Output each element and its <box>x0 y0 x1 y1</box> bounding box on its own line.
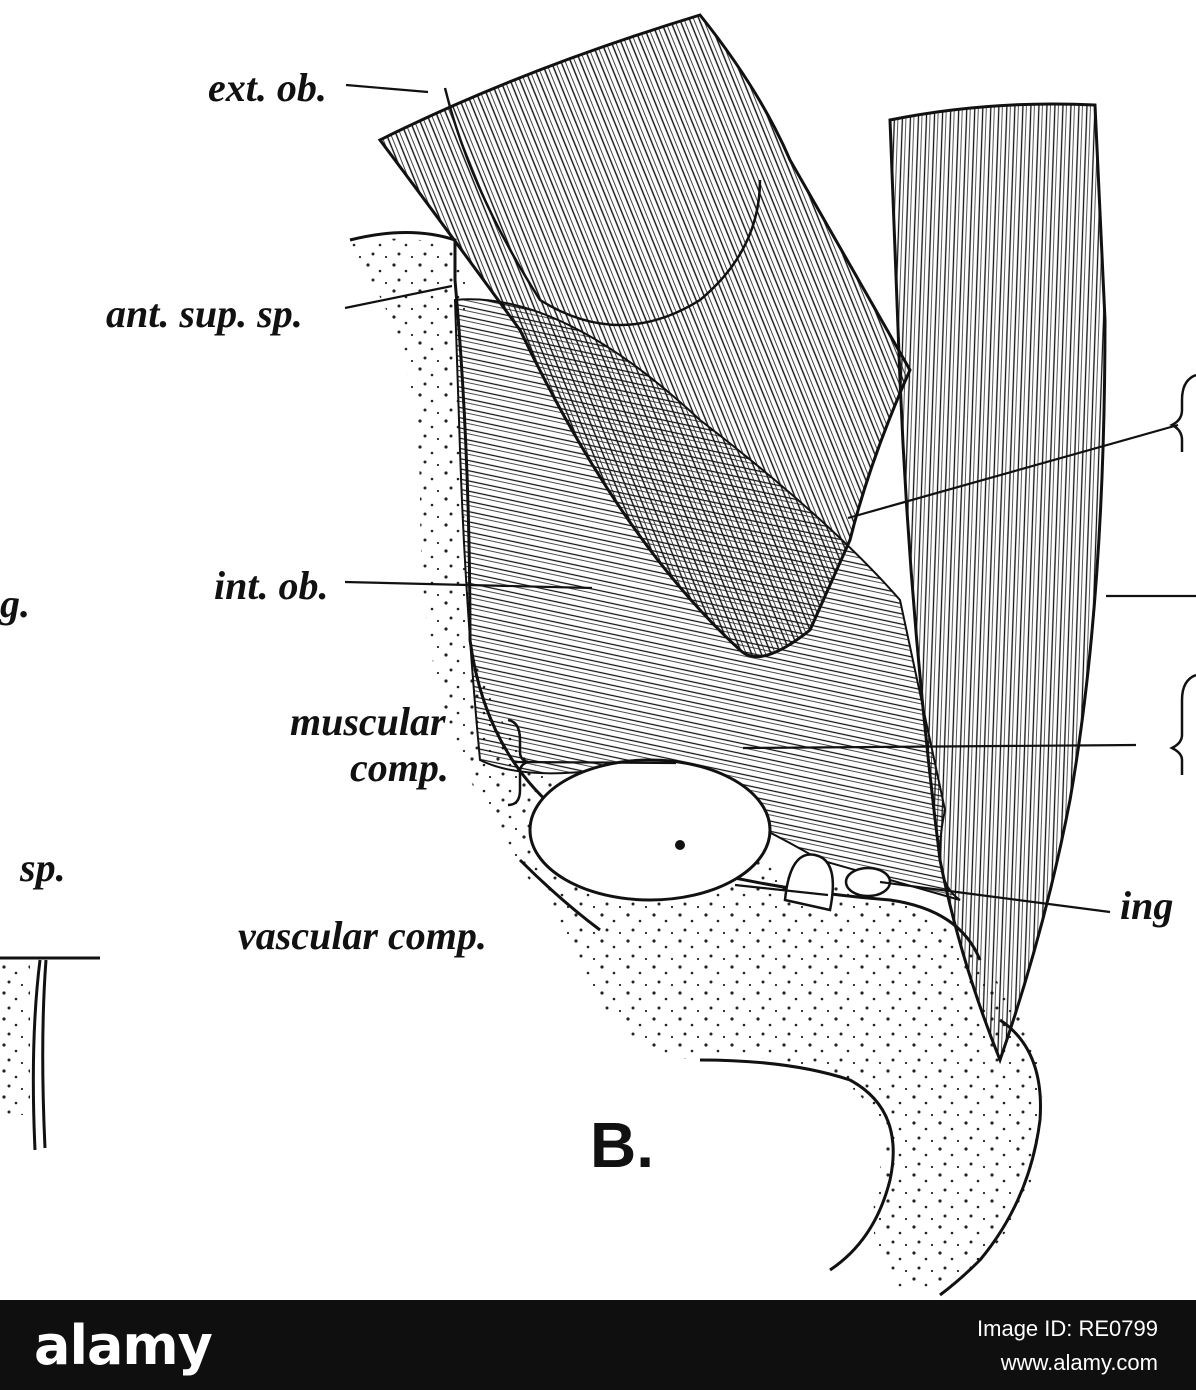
site-url: www.alamy.com <box>1000 1350 1158 1375</box>
watermark-bar: alamy Image ID: RE0799 www.alamy.com <box>0 1300 1196 1390</box>
label-ant-sup-sp: ant. sup. sp. <box>106 291 303 336</box>
panel-letter: B. <box>590 1109 654 1181</box>
alamy-logo: alamy <box>34 1314 213 1377</box>
label-ext-ob: ext. ob. <box>208 65 327 110</box>
left-panel-fragment <box>0 956 100 1151</box>
diagram-svg <box>0 13 1196 1297</box>
pubic-outline <box>518 858 1042 1297</box>
external-oblique-aponeurosis-edge <box>443 87 762 327</box>
muscular-compartment <box>528 758 772 902</box>
right-brace-top <box>1169 373 1196 452</box>
label-muscular: muscular <box>290 699 446 744</box>
external-oblique-muscle <box>377 13 912 659</box>
label-vascular-comp: vascular comp. <box>238 913 487 958</box>
right-brace-bottom <box>1169 673 1196 775</box>
vascular-compartment <box>783 853 835 912</box>
label-left-g: g. <box>0 581 30 626</box>
bone-stipple-region <box>345 238 1043 1291</box>
label-int-ob: int. ob. <box>214 563 329 608</box>
muscular-brace <box>507 718 529 807</box>
label-left-sp: sp. <box>20 845 66 890</box>
inguinal-ring <box>844 866 892 898</box>
anatomical-diagram: ext. ob. ant. sup. sp. int. ob. muscular… <box>0 13 1196 1297</box>
label-muscular-comp: comp. <box>350 745 449 790</box>
rectus-muscle <box>888 102 1107 1065</box>
leader-lines <box>344 83 1196 914</box>
image-id: Image ID: RE0799 <box>977 1316 1158 1341</box>
label-ing: ing <box>1120 883 1174 928</box>
